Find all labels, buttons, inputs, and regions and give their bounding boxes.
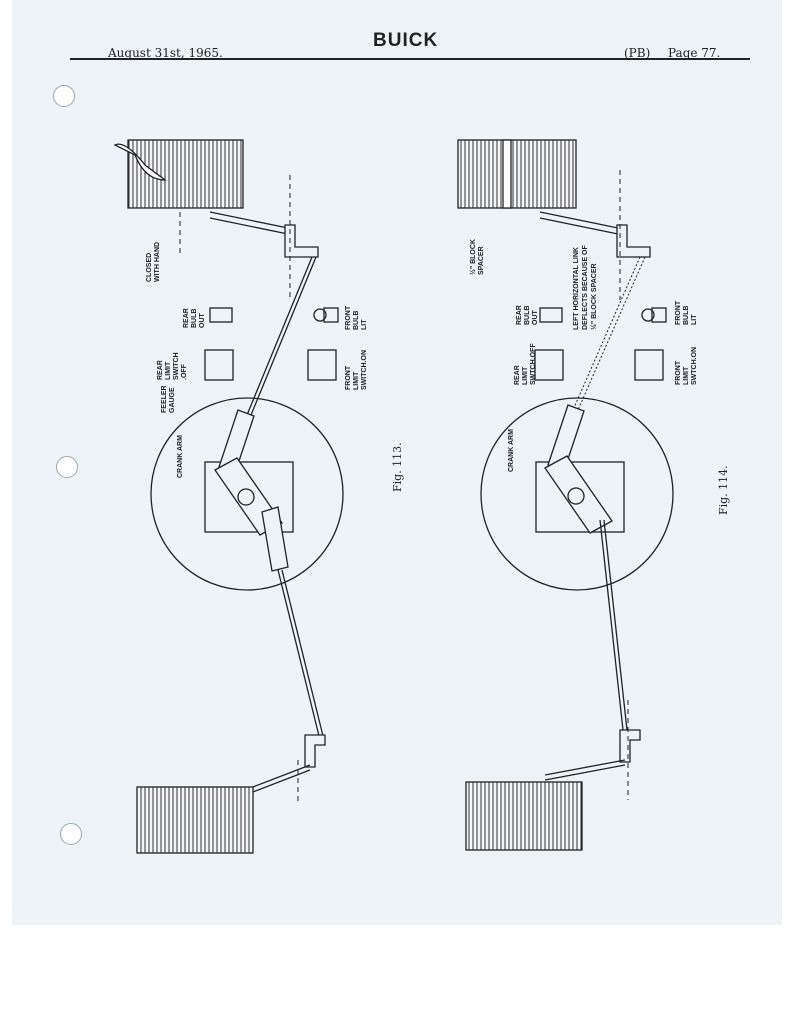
header-brand: BUICK <box>373 30 439 51</box>
fig114-diagram <box>457 139 674 851</box>
label-rear-bulb: REARBULBOUT <box>516 305 539 325</box>
fig114-caption: Fig. 114. <box>717 465 730 515</box>
label-closed-with-hand: CLOSEDWITH HAND <box>146 242 161 282</box>
crank-detail-circle <box>480 397 674 591</box>
punch-hole <box>53 85 75 107</box>
bottom-radiator-block <box>136 786 254 854</box>
header-date: August 31st, 1965. <box>108 46 223 60</box>
bottom-radiator-block <box>465 781 583 851</box>
label-block-spacer: ½" BLOCKSPACER <box>469 239 485 275</box>
punch-hole <box>56 456 78 478</box>
header-page: Page 77. <box>668 46 721 60</box>
fig113-caption: Fig. 113. <box>391 442 404 492</box>
label-crank-arm: CRANK ARM <box>177 435 184 478</box>
label-rear-bulb: REARBULBOUT <box>183 308 206 328</box>
top-radiator-block <box>127 139 244 209</box>
fig113-diagram <box>113 139 344 854</box>
label-rear-limit-switch: REARLIMITSWTCH.OFF <box>514 343 537 385</box>
label-front-limit-switch: FRONTLIMITSWTCH.ON <box>675 347 698 385</box>
crank-detail-circle <box>150 397 344 591</box>
punch-hole <box>60 823 82 845</box>
header-rule <box>70 58 750 60</box>
label-feeler-gauge: FEELERGAUGE <box>161 385 176 413</box>
label-front-bulb: FRONTBULBLIT <box>345 305 368 330</box>
header-code: (PB) <box>624 46 651 60</box>
label-front-limit-switch: FRONTLIMITSWITCH.ON <box>345 350 368 390</box>
label-crank-arm: CRANK ARM <box>508 429 515 472</box>
top-radiator-block <box>457 139 577 209</box>
label-front-bulb: FRONTBULBLIT <box>675 300 698 325</box>
label-rear-limit-switch: REARLIMITSWITCH.OFF <box>157 352 188 380</box>
